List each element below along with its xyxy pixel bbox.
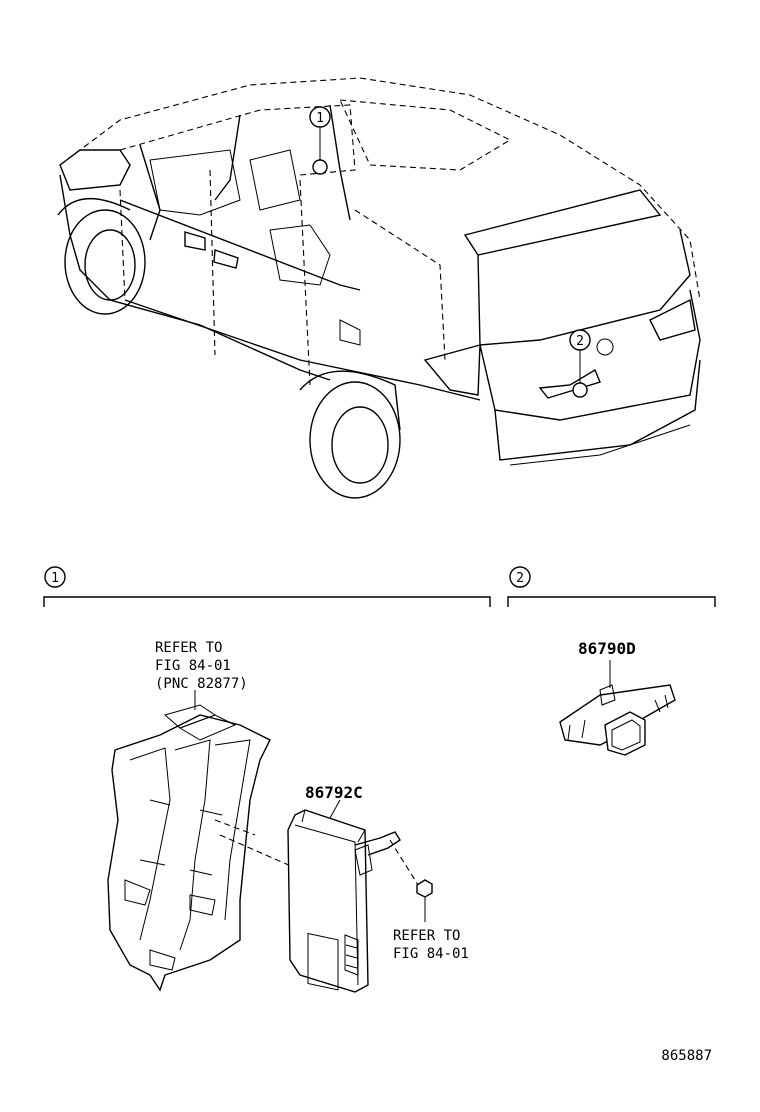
- bracket-refer-line-3: (PNC 82877): [155, 676, 248, 692]
- overview-callout-2: 2: [569, 329, 591, 351]
- overview-callout-2-label: 2: [576, 334, 584, 349]
- ecu-part-number: 86792C: [305, 783, 363, 802]
- section-1-index: 1: [51, 571, 59, 586]
- section-1-header: 1: [43, 566, 491, 607]
- camera-illustration: [559, 684, 676, 756]
- illustration-number: 865887: [661, 1048, 712, 1064]
- nut-refer-line-2: FIG 84-01: [393, 946, 469, 962]
- section-2-header: 2: [507, 566, 716, 607]
- ecu-module-illustration: [287, 799, 401, 993]
- vehicle-illustration: [57, 77, 701, 499]
- mounting-bracket-illustration: [107, 690, 271, 992]
- camera-part-number: 86790D: [578, 639, 636, 658]
- section-2-index: 2: [516, 571, 524, 586]
- overview-callout-1-label: 1: [316, 111, 324, 126]
- bracket-refer-line-2: FIG 84-01: [155, 658, 231, 674]
- nut-reference-note: REFER TO FIG 84-01: [393, 928, 469, 962]
- camera-location-marker: [572, 382, 588, 398]
- bracket-reference-note: REFER TO FIG 84-01 (PNC 82877): [155, 640, 248, 692]
- nut-illustration: [416, 879, 433, 922]
- overview-callout-1: 1: [309, 106, 331, 128]
- nut-refer-line-1: REFER TO: [393, 928, 460, 944]
- ecu-location-marker: [312, 159, 328, 175]
- bracket-refer-line-1: REFER TO: [155, 640, 222, 656]
